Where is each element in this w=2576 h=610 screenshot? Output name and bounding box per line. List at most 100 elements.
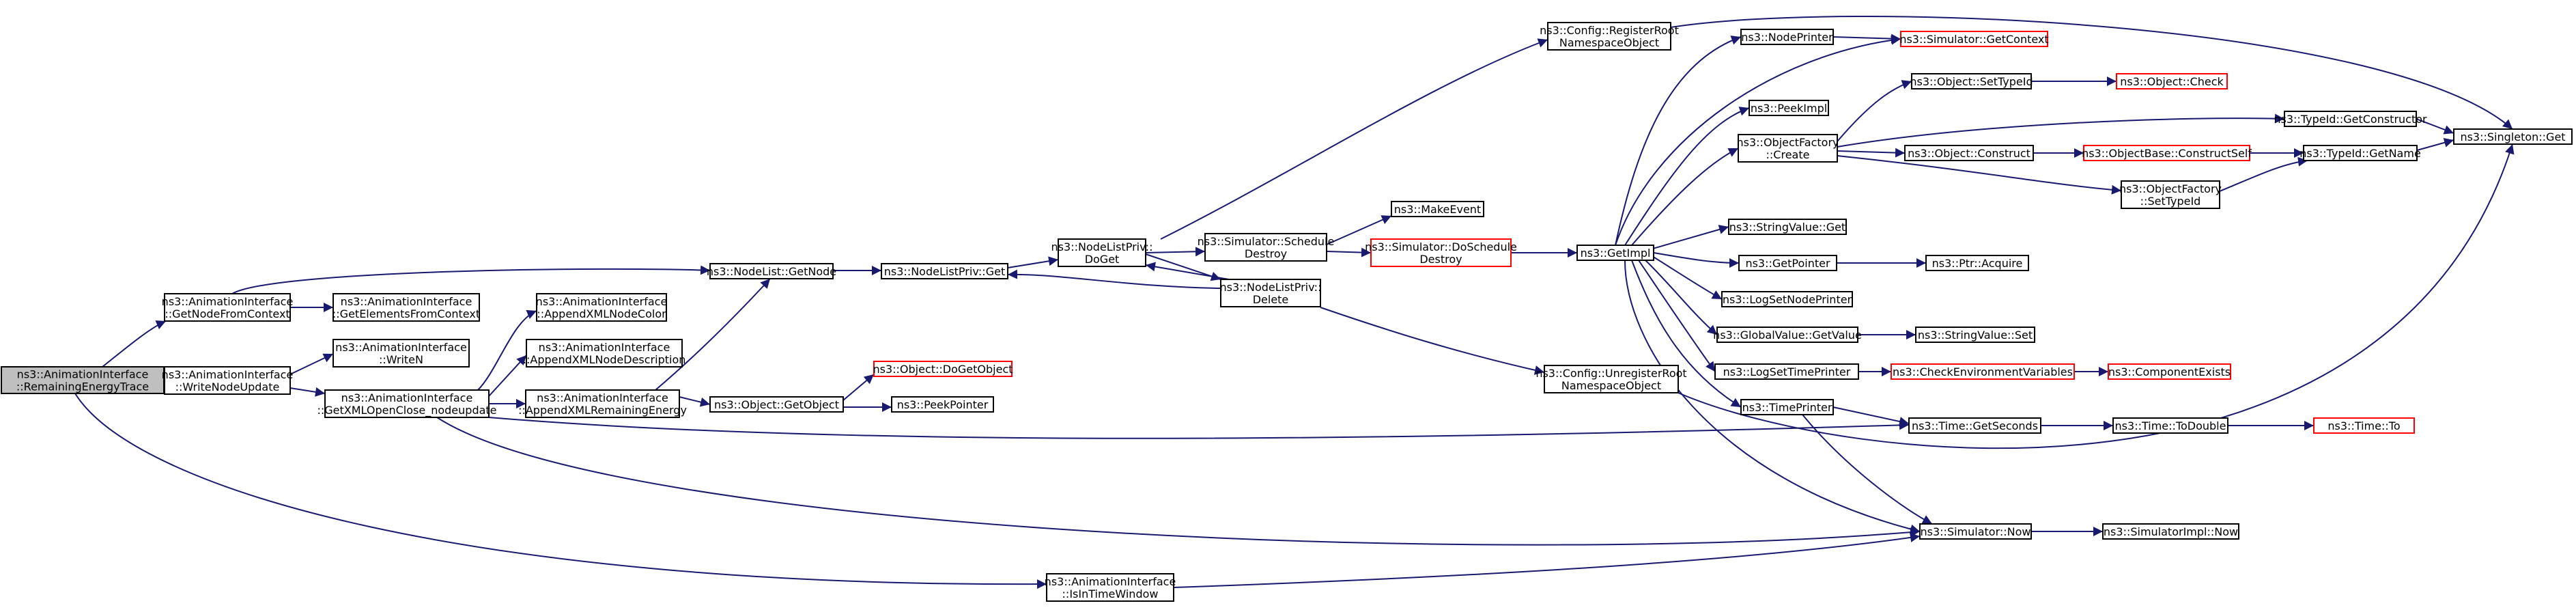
node-label: NamespaceObject	[1559, 36, 1659, 49]
graph-node-sn[interactable]: ns3::Simulator::Now	[1919, 523, 2032, 540]
node-label: ns3::AnimationInterface	[17, 368, 149, 381]
graph-node-curno[interactable]: ns3::Config::UnregisterRootNamespaceObje…	[1535, 365, 1687, 393]
graph-node-gvgv[interactable]: ns3::GlobalValue::GetValue	[1713, 327, 1862, 343]
graph-node-gxoc[interactable]: ns3::AnimationInterface::GetXMLOpenClose…	[317, 389, 497, 418]
call-edge	[1678, 143, 2515, 449]
graph-node-gefc[interactable]: ns3::AnimationInterface::GetElementsFrom…	[332, 293, 480, 322]
node-box	[881, 263, 1008, 279]
graph-node-nlpget[interactable]: ns3::NodeListPriv::Get	[881, 263, 1008, 279]
graph-node-axre[interactable]: ns3::AnimationInterface::AppendXMLRemain…	[518, 389, 687, 418]
node-box	[1738, 255, 1837, 271]
node-box	[1544, 365, 1679, 393]
call-edge	[231, 265, 711, 294]
graph-node-nlpdoget[interactable]: ns3::NodeListPriv::DoGet	[1051, 238, 1153, 267]
graph-node-me[interactable]: ns3::MakeEvent	[1391, 201, 1484, 217]
graph-node-pp[interactable]: ns3::PeekPointer	[891, 396, 994, 413]
graph-node-lstp[interactable]: ns3::LogSetTimePrinter	[1714, 363, 1859, 380]
call-edge	[1837, 80, 1912, 142]
node-label: ::GetElementsFromContext	[332, 307, 480, 320]
graph-node-gp[interactable]: ns3::GetPointer	[1738, 255, 1837, 271]
graph-node-tto[interactable]: ns3::Time::To	[2313, 417, 2415, 434]
node-label: ns3::Simulator::Schedule	[1198, 235, 1335, 248]
node-label: ns3::ObjectFactory	[1737, 136, 1839, 149]
graph-node-gnfc[interactable]: ns3::AnimationInterface::GetNodeFromCont…	[162, 293, 294, 322]
graph-node-wnu[interactable]: ns3::AnimationInterface::WriteNodeUpdate	[162, 366, 294, 395]
node-label: ns3::TimePrinter	[1742, 401, 1832, 414]
call-edge	[289, 353, 334, 375]
graph-node-ofst[interactable]: ns3::ObjectFactory::SetTypeId	[2119, 180, 2222, 209]
graph-node-odgo[interactable]: ns3::Object::DoGetObject	[873, 361, 1013, 377]
graph-node-axnd[interactable]: ns3::AnimationInterface::AppendXMLNodeDe…	[523, 339, 686, 368]
call-edge	[1631, 148, 1739, 246]
graph-node-axnc[interactable]: ns3::AnimationInterface::AppendXMLNodeCo…	[536, 293, 668, 322]
graph-node-iitw[interactable]: ns3::AnimationInterface::IsInTimeWindow	[1045, 573, 1176, 602]
graph-node-pa[interactable]: ns3::Ptr::Acquire	[1925, 255, 2029, 271]
node-label: ::SetTypeId	[2140, 195, 2201, 208]
graph-node-obcs[interactable]: ns3::ObjectBase::ConstructSelf	[2082, 145, 2252, 161]
graph-node-sgc[interactable]: ns3::Simulator::GetContext	[1899, 31, 2049, 47]
graph-node-tp[interactable]: ns3::TimePrinter	[1740, 399, 1834, 415]
node-box	[1925, 255, 2029, 271]
graph-node-pimpl[interactable]: ns3::PeekImpl	[1749, 100, 1829, 116]
graph-node-wn[interactable]: ns3::AnimationInterface::WriteN	[332, 339, 470, 368]
node-label: Destroy	[1245, 247, 1287, 260]
graph-node-tgn[interactable]: ns3::TypeId::GetName	[2299, 145, 2421, 161]
call-edge	[74, 393, 1047, 590]
node-label: ns3::MakeEvent	[1394, 203, 1481, 216]
node-box	[1370, 238, 1512, 267]
node-label: NamespaceObject	[1561, 379, 1661, 392]
node-box	[1740, 29, 1834, 45]
call-edge	[1631, 260, 1742, 408]
call-edge	[1145, 262, 1230, 280]
node-label: ns3::Config::UnregisterRoot	[1535, 367, 1686, 380]
node-box	[891, 396, 994, 413]
graph-node-ogo[interactable]: ns3::Object::GetObject	[709, 396, 844, 413]
graph-node-sin[interactable]: ns3::SimulatorImpl::Now	[2102, 523, 2239, 540]
node-box	[1204, 233, 1327, 262]
graph-node-tgc[interactable]: ns3::TypeId::GetConstructor	[2274, 111, 2427, 127]
call-edge	[1615, 35, 1901, 246]
node-label: ns3::LogSetTimePrinter	[1723, 365, 1851, 378]
node-box	[2112, 417, 2228, 434]
node-label: ns3::Object::Check	[2120, 75, 2224, 88]
graph-node-svg[interactable]: ns3::StringValue::Get	[1728, 219, 1847, 235]
node-box	[2284, 111, 2417, 127]
node-label: DoGet	[1085, 253, 1120, 266]
call-edge	[1802, 414, 1933, 525]
node-label: ns3::NodeListPriv::	[1220, 281, 1322, 294]
graph-node-ttd[interactable]: ns3::Time::ToDouble	[2112, 417, 2228, 434]
graph-node-sg[interactable]: ns3::Singleton::Get	[2453, 128, 2573, 145]
graph-node-gimpl[interactable]: ns3::GetImpl	[1576, 245, 1654, 261]
node-label: ns3::Object::SetTypeId	[1910, 75, 2033, 88]
graph-node-nlgn[interactable]: ns3::NodeList::GetNode	[707, 263, 836, 279]
graph-node-lsnp[interactable]: ns3::LogSetNodePrinter	[1721, 291, 1853, 307]
call-edge	[1645, 260, 1718, 335]
graph-node-nlpdel[interactable]: ns3::NodeListPriv::Delete	[1220, 279, 1322, 307]
graph-node-np[interactable]: ns3::NodePrinter	[1740, 29, 1834, 45]
node-box	[1058, 238, 1146, 267]
graph-node-tgs[interactable]: ns3::Time::GetSeconds	[1908, 417, 2041, 434]
graph-node-ce[interactable]: ns3::ComponentExists	[2108, 363, 2231, 380]
node-label: ns3::Object::GetObject	[714, 398, 839, 411]
graph-node-root[interactable]: ns3::AnimationInterface::RemainingEnergy…	[1, 366, 165, 394]
graph-node-cev[interactable]: ns3::CheckEnvironmentVariables	[1891, 363, 2075, 380]
graph-node-ocon[interactable]: ns3::Object::Construct	[1904, 145, 2034, 161]
graph-node-ofc[interactable]: ns3::ObjectFactory::Create	[1737, 134, 1839, 163]
node-label: ns3::AnimationInterface	[162, 368, 294, 381]
node-box	[1749, 100, 1829, 116]
graph-node-svs[interactable]: ns3::StringValue::Set	[1915, 327, 2035, 343]
graph-node-oc[interactable]: ns3::Object::Check	[2116, 73, 2228, 89]
node-label: ns3::Object::DoGetObject	[873, 363, 1013, 376]
node-box	[1738, 134, 1838, 163]
call-edge	[1320, 307, 1545, 375]
node-label: ns3::GlobalValue::GetValue	[1713, 329, 1862, 342]
node-box	[1908, 417, 2041, 434]
node-box	[2453, 128, 2573, 145]
graph-node-ost[interactable]: ns3::Object::SetTypeId	[1910, 73, 2033, 89]
node-label: ns3::Simulator::GetContext	[1899, 33, 2048, 46]
node-label: ::AppendXMLNodeDescription	[523, 353, 686, 366]
node-box	[2102, 523, 2239, 540]
